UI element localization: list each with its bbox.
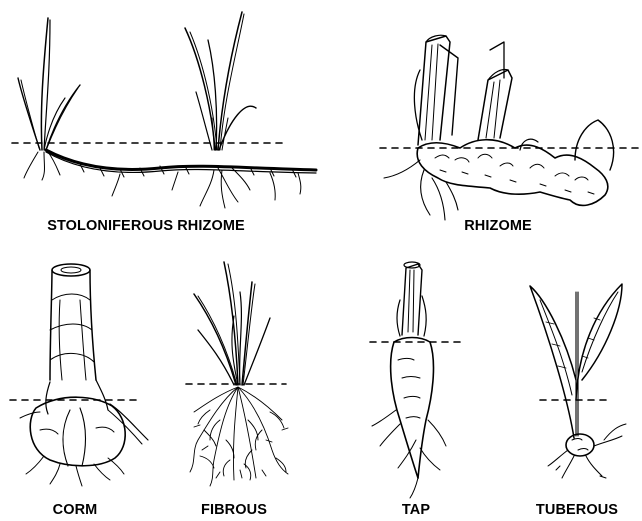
corm-illustration bbox=[10, 264, 148, 486]
label-corm: CORM bbox=[53, 502, 98, 518]
label-rhizome: RHIZOME bbox=[464, 218, 532, 234]
fibrous-illustration bbox=[186, 262, 288, 486]
rhizome-illustration bbox=[380, 35, 638, 220]
label-stoloniferous-rhizome: STOLONIFEROUS RHIZOME bbox=[47, 218, 245, 234]
stoloniferous-rhizome-illustration bbox=[12, 12, 316, 208]
label-tuberous: TUBEROUS bbox=[536, 502, 618, 518]
label-fibrous: FIBROUS bbox=[201, 502, 267, 518]
tap-illustration bbox=[370, 262, 464, 498]
label-tap: TAP bbox=[402, 502, 430, 518]
tuberous-illustration bbox=[530, 284, 626, 478]
